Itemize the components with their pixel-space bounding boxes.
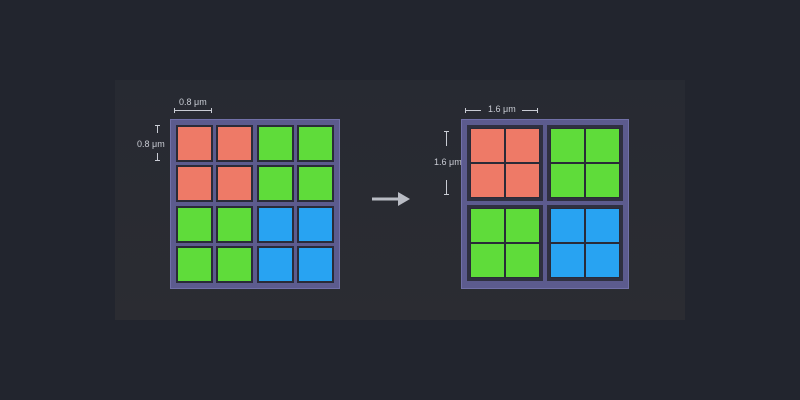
- left-pixel-grid: [170, 119, 340, 289]
- right-arrow-icon: [372, 192, 410, 206]
- sub-pixel-green: [470, 243, 505, 278]
- pixel-red: [216, 165, 253, 202]
- pixel-blue: [257, 246, 294, 283]
- sub-pixel-green: [505, 243, 540, 278]
- sub-pixel-green: [470, 208, 505, 243]
- right-height-line-bottom: [446, 180, 447, 195]
- pixel-green: [176, 206, 213, 243]
- sub-pixel-blue: [585, 243, 620, 278]
- sub-pixel-green: [505, 208, 540, 243]
- right-width-line-right: [522, 110, 538, 111]
- left-height-tick-top: [155, 125, 160, 126]
- pixel-red: [176, 165, 213, 202]
- pixel-blue: [257, 206, 294, 243]
- sub-pixel-green: [585, 128, 620, 163]
- right-width-label: 1.6 μm: [488, 104, 516, 114]
- binned-pixel-green: [467, 205, 543, 281]
- pixel-green: [257, 125, 294, 162]
- pixel-green: [297, 165, 334, 202]
- left-height-line-top: [157, 125, 158, 133]
- sub-pixel-green: [585, 163, 620, 198]
- pixel-green: [257, 165, 294, 202]
- right-height-tick-bottom: [444, 194, 449, 195]
- pixel-blue: [297, 246, 334, 283]
- right-binned-pixel-grid: [461, 119, 629, 289]
- left-height-label: 0.8 μm: [137, 139, 165, 149]
- pixel-blue: [297, 206, 334, 243]
- pixel-green: [297, 125, 334, 162]
- pixel-red: [216, 125, 253, 162]
- right-width-tick-end: [537, 108, 538, 113]
- sub-pixel-green: [550, 163, 585, 198]
- sub-pixel-red: [470, 128, 505, 163]
- pixel-green: [216, 206, 253, 243]
- sub-pixel-red: [470, 163, 505, 198]
- right-height-label: 1.6 μm: [434, 157, 462, 167]
- pixel-green: [216, 246, 253, 283]
- sub-pixel-blue: [585, 208, 620, 243]
- left-width-tick-start: [174, 108, 175, 113]
- binned-pixel-red: [467, 125, 543, 201]
- right-height-line-top: [446, 131, 447, 146]
- sub-pixel-blue: [550, 208, 585, 243]
- pixel-green: [176, 246, 213, 283]
- sub-pixel-red: [505, 163, 540, 198]
- left-width-line: [174, 110, 212, 111]
- binned-pixel-blue: [547, 205, 623, 281]
- sub-pixel-green: [550, 128, 585, 163]
- left-height-line-bottom: [157, 153, 158, 161]
- right-width-line-left: [465, 110, 481, 111]
- pixel-red: [176, 125, 213, 162]
- binned-pixel-green: [547, 125, 623, 201]
- left-width-label: 0.8 μm: [179, 97, 207, 107]
- left-height-tick-bottom: [155, 160, 160, 161]
- sub-pixel-blue: [550, 243, 585, 278]
- left-width-tick-end: [211, 108, 212, 113]
- sub-pixel-red: [505, 128, 540, 163]
